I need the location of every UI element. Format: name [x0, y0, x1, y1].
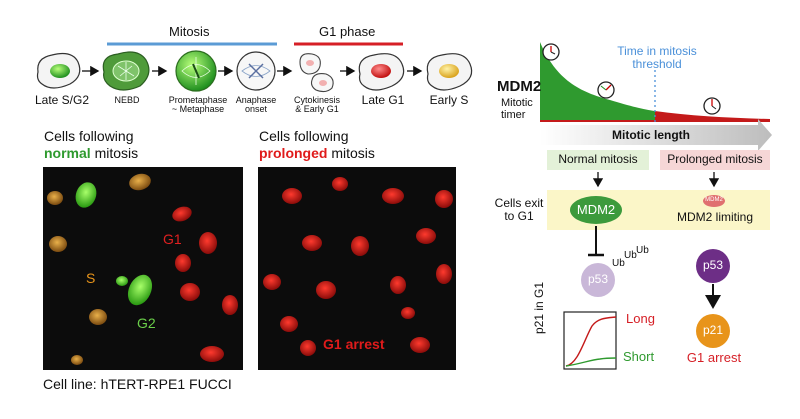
clock-icon: [597, 81, 615, 99]
cell-late-g1: [358, 53, 405, 91]
p53-dark-label: p53: [702, 258, 724, 272]
normal-panel-title-line1: Cells following: [44, 128, 134, 144]
mdm2-green-area: [540, 42, 655, 120]
normal-mitosis-label: Normal mitosis: [558, 152, 638, 166]
panel-normal: [43, 167, 243, 370]
cells-exit-label: Cells exit to G1: [494, 196, 544, 224]
stage-label: Anaphase onset: [235, 95, 277, 115]
prolonged-highlight: prolonged: [259, 145, 328, 161]
normal-highlight: normal: [44, 145, 91, 161]
short-label: Short: [623, 349, 655, 364]
cell-prometaphase: [175, 50, 217, 92]
nuclei-prolonged: [263, 177, 453, 356]
p53-light-node: [581, 263, 615, 297]
long-curve: [565, 316, 617, 367]
short-curve: [565, 357, 617, 367]
prolonged-panel-title-line1: Cells following: [259, 128, 349, 144]
ub-label-1: Ub: [612, 258, 625, 269]
mdm2-title: MDM2: [497, 78, 542, 95]
stage-label: Prometaphase ~ Metaphase: [168, 95, 228, 115]
mitosis-label: Mitosis: [169, 24, 210, 39]
threshold-label: Time in mitosis threshold: [617, 44, 697, 72]
label-g1: G1: [163, 231, 182, 247]
normal-rest: mitosis: [94, 145, 139, 161]
p53-dark-node: [696, 249, 730, 283]
cell-line-caption: Cell line: hTERT-RPE1 FUCCI: [43, 376, 232, 392]
stage-label: NEBD: [114, 95, 140, 105]
clock-icon: [542, 43, 560, 61]
mdm2-small-node: [703, 195, 725, 207]
mdm2-node-label: MDM2: [576, 202, 616, 217]
normal-panel-title-line2: normal mitosis: [44, 145, 139, 161]
cell-late-s-g2: [36, 52, 81, 89]
prolonged-rest: mitosis: [331, 145, 375, 161]
label-g2: G2: [137, 315, 156, 331]
nuclei-normal: [47, 173, 238, 365]
prolonged-mitosis-label: Prolonged mitosis: [667, 152, 763, 166]
mitotic-timer-label: Mitotic timer: [501, 97, 533, 122]
stage-label: Early S: [429, 93, 469, 107]
label-s: S: [86, 270, 96, 286]
prolonged-mitosis-box: [660, 150, 770, 170]
g1-arrest-label: G1 arrest: [686, 350, 742, 365]
prolonged-panel-title-line2: prolonged mitosis: [259, 145, 375, 161]
p21-axis-label: p21 in G1: [532, 281, 546, 334]
timeline: [36, 42, 473, 93]
mdm2-timer-graph: [540, 42, 770, 142]
stage-label: Late G1: [361, 93, 405, 107]
p21-node: [696, 314, 730, 348]
p21-inset-graph: [563, 311, 617, 370]
p53-light-label: p53: [587, 272, 609, 286]
clock-icon: [703, 97, 721, 115]
label-g1-arrest-panel: G1 arrest: [323, 336, 385, 352]
mitotic-length-label: Mitotic length: [612, 128, 690, 142]
normal-mitosis-box: [547, 150, 649, 170]
g1-phase-label: G1 phase: [319, 24, 376, 39]
cell-early-s: [426, 53, 473, 91]
mitotic-length-arrow: [540, 119, 772, 151]
cell-cytokinesis: [299, 53, 334, 93]
cell-nebd: [102, 51, 150, 91]
long-label: Long: [626, 311, 655, 326]
stage-label: Late S/G2: [34, 93, 90, 107]
mdm2-small-label: MDM2: [705, 197, 723, 203]
ub-label-2: Ub: [624, 250, 637, 261]
ub-label-3: Ub: [636, 245, 649, 256]
cell-anaphase: [236, 51, 276, 91]
mdm2-node: [570, 196, 622, 224]
p21-label: p21: [702, 323, 724, 337]
mdm2-red-area: [655, 111, 770, 121]
mdm2-limiting-label: MDM2 limiting: [676, 210, 753, 224]
panel-prolonged: [258, 167, 456, 370]
stage-label: Cytokinesis & Early G1: [293, 95, 340, 115]
